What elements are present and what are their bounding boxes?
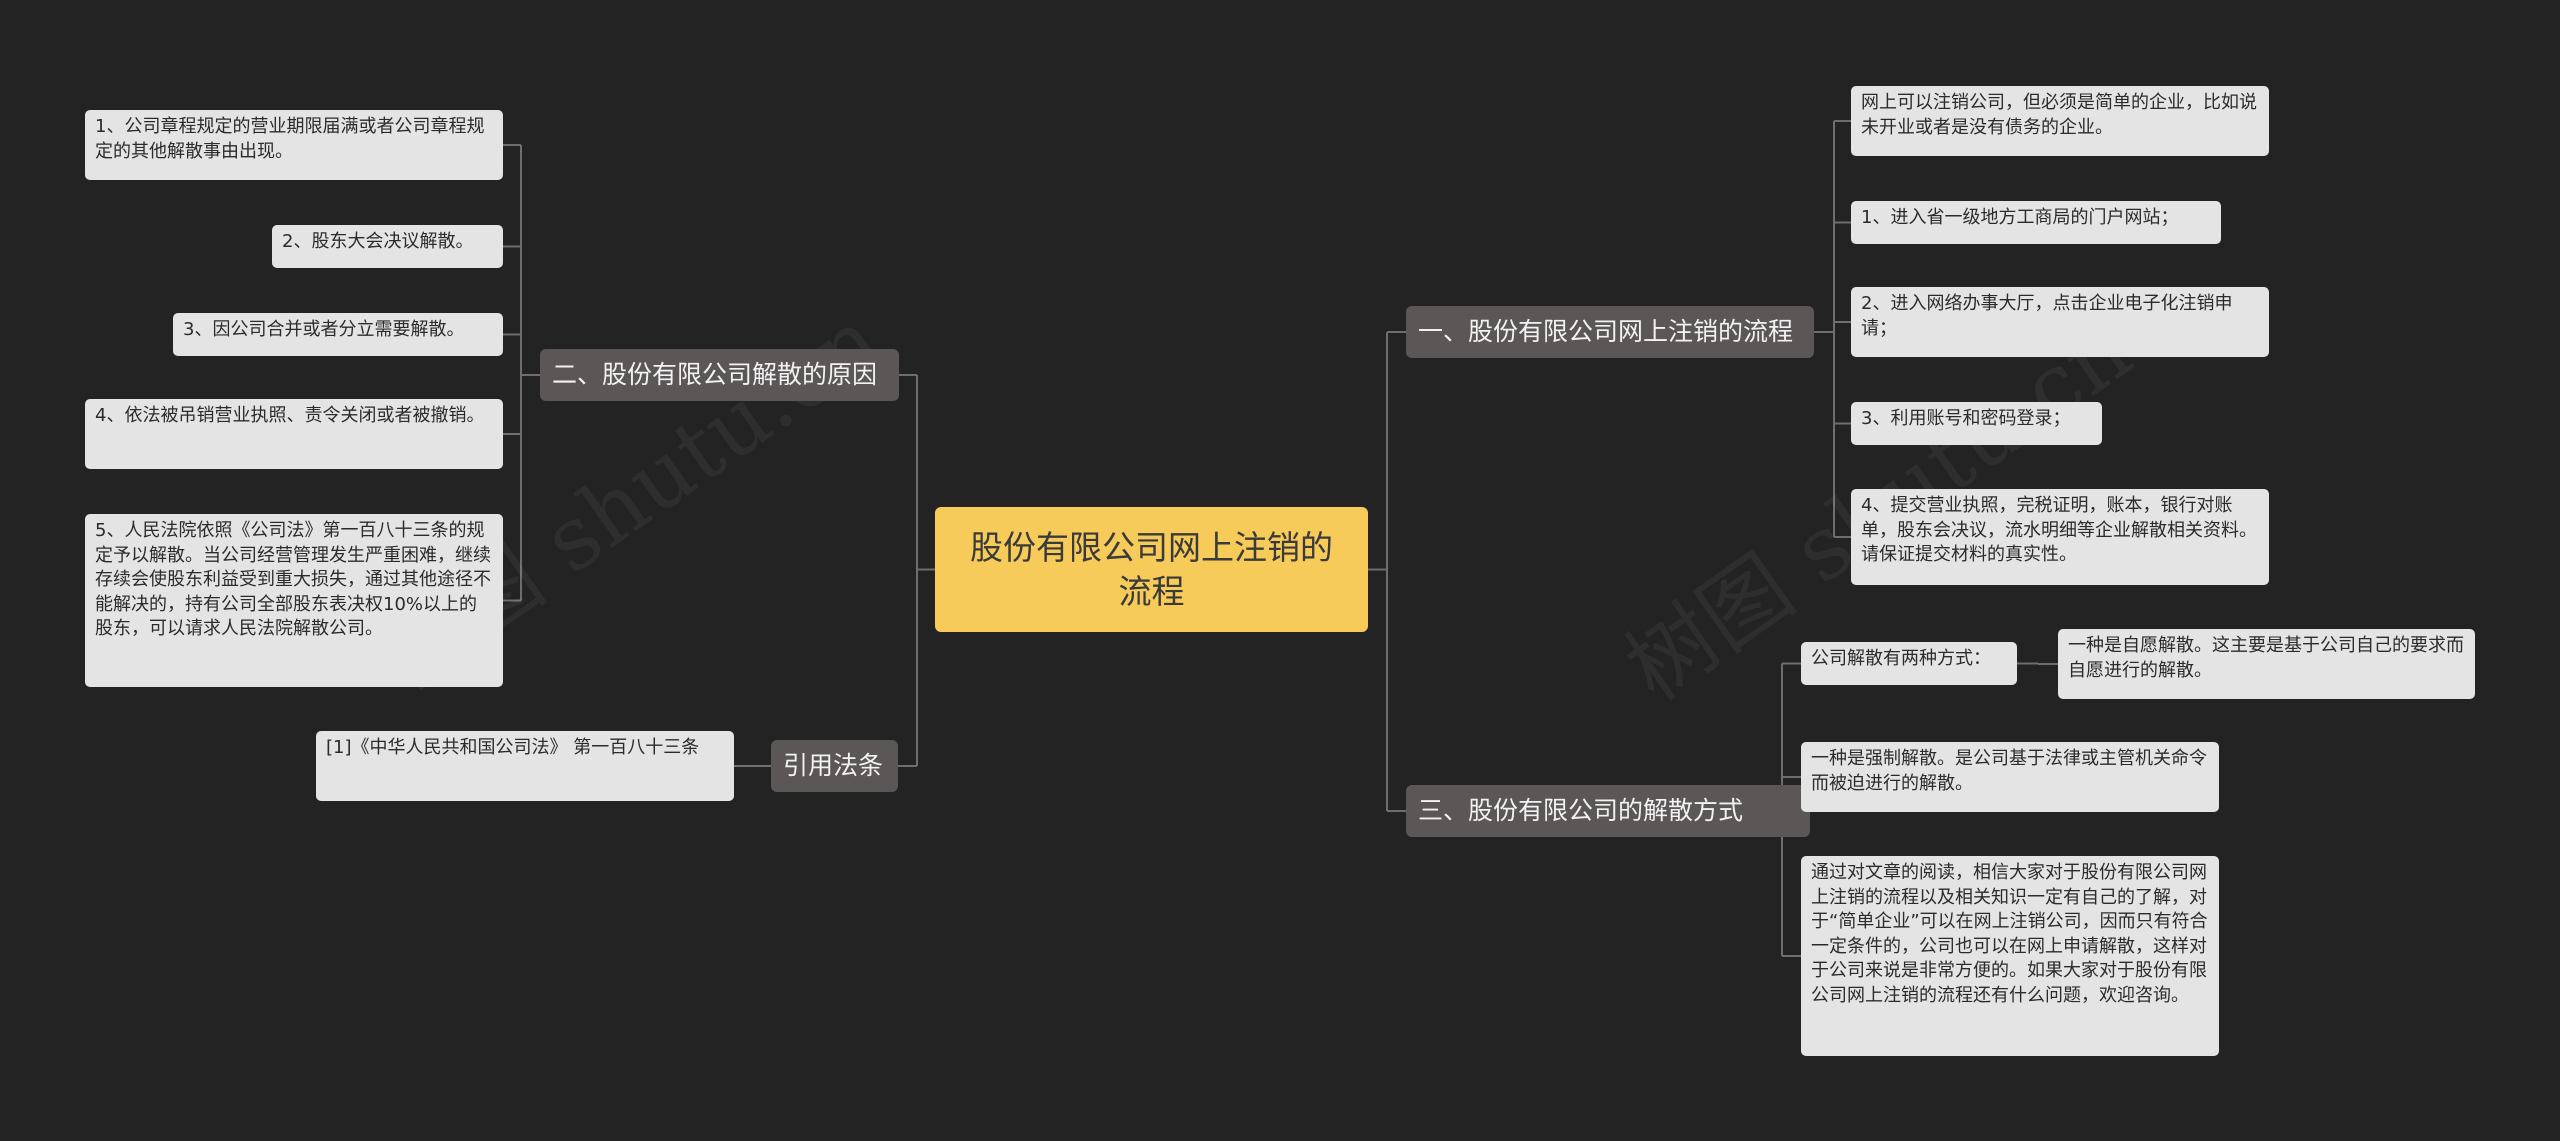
branch-cited-law[interactable]: 引用法条 xyxy=(771,740,898,792)
leaf-reason-2[interactable]: 2、股东大会决议解散。 xyxy=(272,225,503,268)
branch-label: 一、股份有限公司网上注销的流程 xyxy=(1418,317,1794,346)
leaf-reason-3[interactable]: 3、因公司合并或者分立需要解散。 xyxy=(173,313,503,356)
root-topic[interactable]: 股份有限公司网上注销的流程 xyxy=(935,507,1368,632)
leaf-law-citation[interactable]: [1]《中华人民共和国公司法》 第一百八十三条 xyxy=(316,731,734,801)
branch-dissolution-reasons[interactable]: 二、股份有限公司解散的原因 xyxy=(540,349,899,401)
branch-online-cancellation-process[interactable]: 一、股份有限公司网上注销的流程 xyxy=(1406,306,1814,358)
leaf-reason-1[interactable]: 1、公司章程规定的营业期限届满或者公司章程规定的其他解散事由出现。 xyxy=(85,110,503,180)
leaf-step-2[interactable]: 2、进入网络办事大厅，点击企业电子化注销申请； xyxy=(1851,287,2269,357)
branch-label: 二、股份有限公司解散的原因 xyxy=(552,360,878,389)
leaf-two-methods[interactable]: 公司解散有两种方式： xyxy=(1801,642,2017,685)
root-topic-label: 股份有限公司网上注销的流程 xyxy=(970,527,1333,611)
leaf-conclusion[interactable]: 通过对文章的阅读，相信大家对于股份有限公司网上注销的流程以及相关知识一定有自己的… xyxy=(1801,856,2219,1056)
branch-label: 引用法条 xyxy=(783,751,884,780)
leaf-reason-5[interactable]: 5、人民法院依照《公司法》第一百八十三条的规定予以解散。当公司经营管理发生严重困… xyxy=(85,514,503,687)
leaf-voluntary-dissolution[interactable]: 一种是自愿解散。这主要是基于公司自己的要求而自愿进行的解散。 xyxy=(2058,629,2475,699)
branch-dissolution-methods[interactable]: 三、股份有限公司的解散方式 xyxy=(1406,785,1810,837)
leaf-step-3[interactable]: 3、利用账号和密码登录； xyxy=(1851,402,2102,445)
leaf-online-cancellation-note[interactable]: 网上可以注销公司，但必须是简单的企业，比如说未开业或者是没有债务的企业。 xyxy=(1851,86,2269,156)
leaf-compulsory-dissolution[interactable]: 一种是强制解散。是公司基于法律或主管机关命令而被迫进行的解散。 xyxy=(1801,742,2219,812)
leaf-step-4[interactable]: 4、提交营业执照，完税证明，账本，银行对账单，股东会决议，流水明细等企业解散相关… xyxy=(1851,489,2269,585)
leaf-reason-4[interactable]: 4、依法被吊销营业执照、责令关闭或者被撤销。 xyxy=(85,399,503,469)
branch-label: 三、股份有限公司的解散方式 xyxy=(1418,796,1744,825)
leaf-step-1[interactable]: 1、进入省一级地方工商局的门户网站； xyxy=(1851,201,2221,244)
